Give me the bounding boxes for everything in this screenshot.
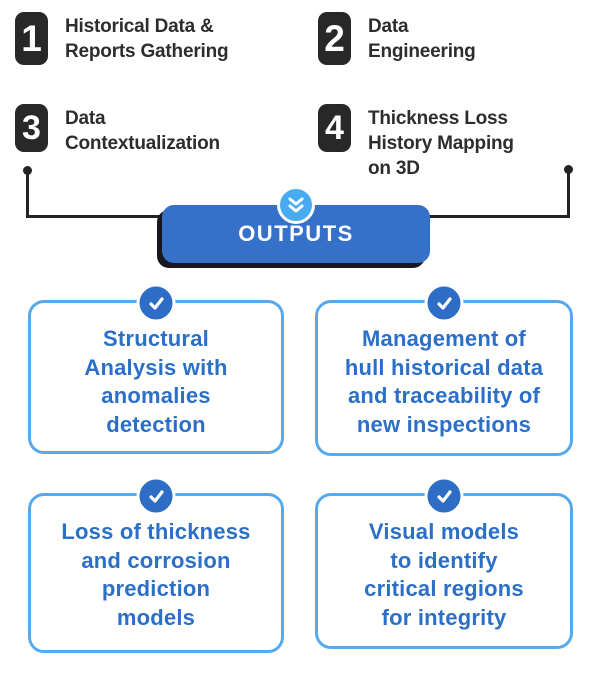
outputs-button-label: OUTPUTS — [238, 221, 354, 246]
checkmark-icon — [424, 283, 464, 323]
output-card-structural-analysis: Structural Analysis with anomalies detec… — [28, 283, 284, 454]
step-1: 1 Historical Data & Reports Gathering — [15, 12, 229, 65]
connector-vline-right — [567, 172, 570, 218]
double-chevron-down-icon — [277, 186, 315, 224]
step-2-number-badge: 2 — [318, 12, 351, 65]
checkmark-icon — [136, 476, 176, 516]
step-1-title: Historical Data & Reports Gathering — [65, 16, 229, 62]
step-4: 4 Thickness Loss History Mapping on 3D — [318, 104, 514, 181]
step-3-number-badge: 3 — [15, 104, 48, 152]
connector-hline-left — [26, 215, 164, 218]
output-card-data-management: Management of hull historical data and t… — [315, 283, 573, 456]
connector-dot-right — [564, 165, 573, 174]
output-card-text: Structural Analysis with anomalies detec… — [84, 326, 228, 437]
output-card-prediction-models: Loss of thickness and corrosion predicti… — [28, 476, 284, 653]
output-card-text: Loss of thickness and corrosion predicti… — [61, 519, 251, 630]
output-card-visual-models: Visual models to identify critical regio… — [315, 476, 573, 649]
step-4-number-badge: 4 — [318, 104, 351, 152]
step-4-title: Thickness Loss History Mapping on 3D — [368, 108, 514, 179]
output-card-text: Management of hull historical data and t… — [344, 326, 544, 437]
checkmark-icon — [136, 283, 176, 323]
connector-hline-right — [429, 215, 570, 218]
step-2: 2 Data Engineering — [318, 12, 476, 65]
checkmark-icon — [424, 476, 464, 516]
step-2-title: Data Engineering — [368, 16, 476, 62]
connector-vline-left — [26, 173, 29, 218]
step-1-number-badge: 1 — [15, 12, 48, 65]
step-3: 3 Data Contextualization — [15, 104, 220, 156]
output-card-text: Visual models to identify critical regio… — [364, 519, 524, 630]
connector-dot-left — [23, 166, 32, 175]
step-3-title: Data Contextualization — [65, 108, 220, 154]
